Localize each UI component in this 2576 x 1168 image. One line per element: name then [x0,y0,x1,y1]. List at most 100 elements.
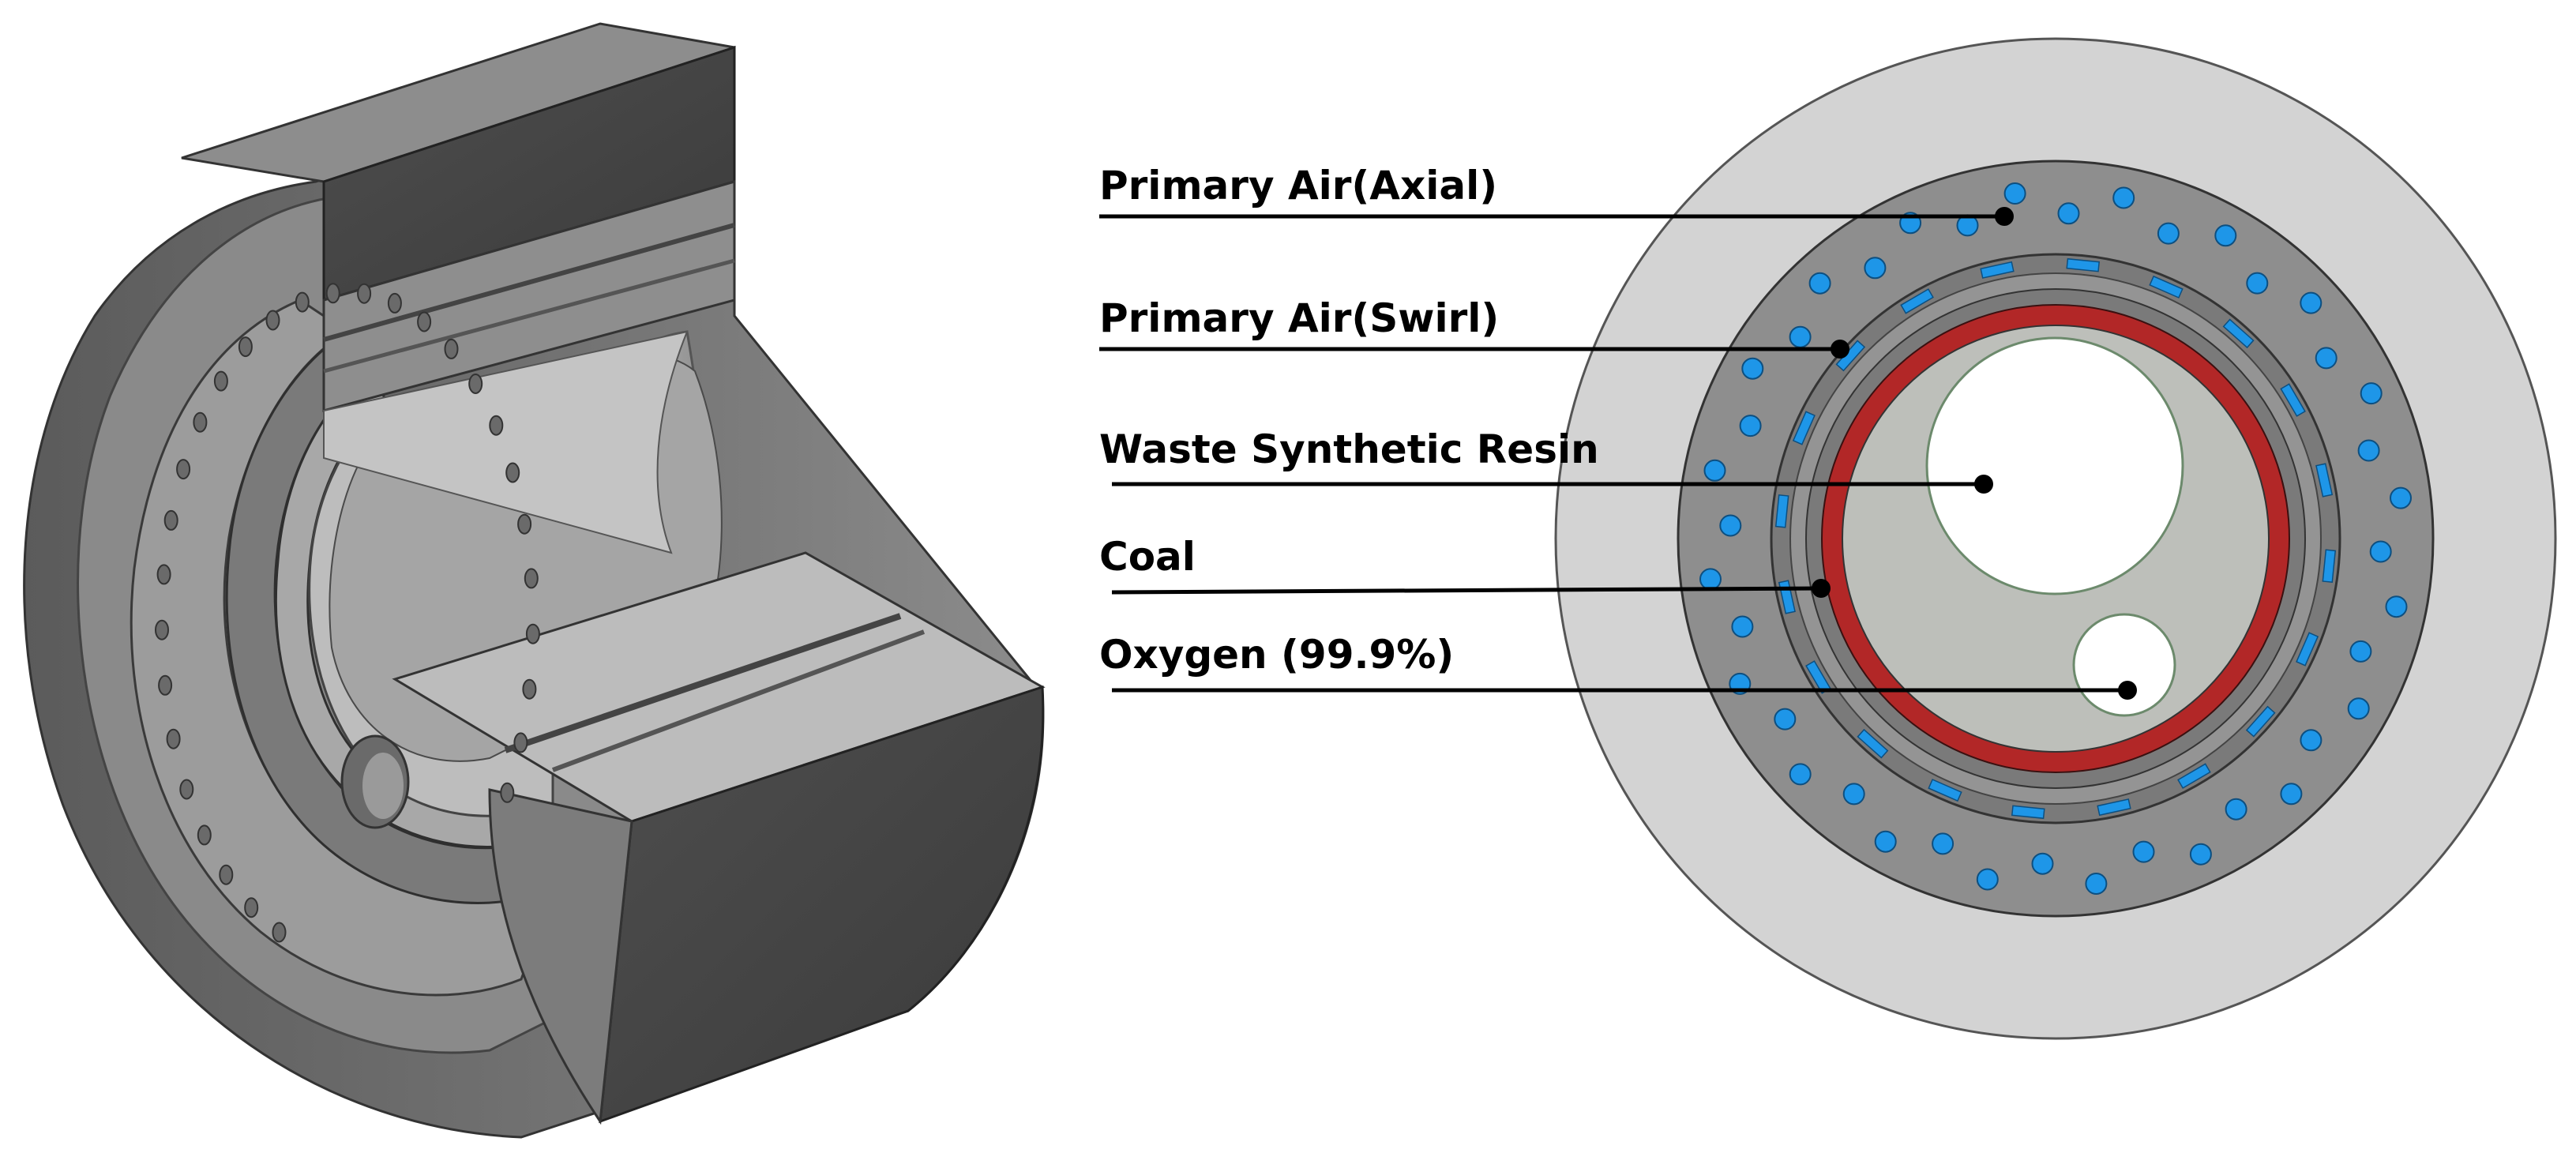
axial-air-hole [1976,868,1999,891]
swirl-air-slot [2322,549,2337,584]
upper-layer-line-2 [323,258,735,374]
axial-air-hole-3d [525,623,540,644]
axial-air-hole-3d [219,864,234,885]
axial-air-hole [2360,382,2383,405]
lower-layer-line-1 [504,613,902,753]
label-text-coal: Coal [1099,534,1196,580]
label-primary-air-axial: Primary Air(Axial) [1099,163,2014,226]
swirl-air-slot [1900,288,1934,314]
axial-air-hole [2057,202,2080,225]
axial-air-hole-3d [489,415,504,436]
upper-layer-line-1 [323,223,735,342]
oxygen-bore-inner [362,753,404,819]
axial-air-hole-3d [265,310,280,331]
axial-air-hole [1741,357,1764,380]
axial-air-hole-3d [468,374,483,394]
axial-air-hole [1932,832,1955,855]
axial-air-hole [1699,568,1722,591]
axial-air-hole [2390,486,2412,509]
swirl-air-slot [2315,463,2334,498]
axial-air-hole [1864,257,1887,280]
axial-air-hole [1874,830,1897,853]
axial-air-hole-3d [155,619,169,640]
leader-dot-oxygen [2118,681,2137,700]
axial-air-hole [2347,697,2370,720]
axial-air-hole-3d [417,311,432,332]
leader-dot-swirl [1831,340,1849,359]
air-hole-annulus [130,299,555,997]
lower-block-front [599,685,1045,1124]
axial-air-hole [2189,843,2212,866]
leader-line-coal [1111,586,1822,595]
axial-air-holes-3d [155,283,540,943]
axial-air-hole [2300,291,2323,314]
axial-air-hole [2357,439,2380,462]
swirl-air-slot [2245,705,2276,738]
axial-air-hole-3d [524,568,539,589]
leader-dot-coal [1812,579,1831,598]
axial-air-hole [1789,763,1812,786]
label-text-primary-air-axial: Primary Air(Axial) [1099,163,1497,208]
leader-dot-axial [1995,207,2014,226]
swirl-air-slot [1980,261,2015,279]
label-waste-synthetic-resin: Waste Synthetic Resin [1099,426,1993,494]
axial-air-hole [2214,224,2237,247]
axial-air-hole [1808,272,1831,295]
upper-block-layers [322,180,736,412]
lower-layer-line-2 [551,629,926,772]
axial-air-hole [2003,182,2026,205]
swirl-air-slot [2296,632,2319,667]
swirl-air-slot [1857,728,1889,759]
axial-air-hole [1719,514,1742,537]
axial-air-hole [2112,186,2135,209]
swirl-air-slot [1792,411,1816,445]
axial-air-hole-3d [357,283,372,304]
swirl-air-slot [2280,383,2306,417]
lower-block-curve [488,788,633,1125]
axial-air-hole-3d [176,459,191,480]
label-primary-air-swirl: Primary Air(Swirl) [1099,295,1849,359]
label-oxygen: Oxygen (99.9%) [1099,632,2137,700]
axial-air-hole-3d [179,779,194,800]
cutaway-3d-view [23,22,1046,1139]
axial-air-hole-3d [213,370,228,392]
swirl-air-slot [1928,779,1962,802]
swirl-air-slot [2149,275,2184,299]
axial-air-hole-3d [158,674,173,696]
axial-air-hole [2157,222,2180,245]
axial-air-hole [2315,347,2338,370]
axial-air-hole-3d [522,678,537,700]
axial-air-hole-3d [444,338,459,359]
axial-air-hole-3d [193,411,208,433]
axial-air-hole-3d [513,732,528,753]
axial-air-hole-3d [295,291,310,313]
axial-air-hole [1731,615,1754,638]
axial-air-hole-3d [325,283,340,304]
waste-resin-port [1925,336,2184,595]
leader-dot-resin [1974,475,1993,494]
axial-air-hole-3d [500,782,515,803]
axial-air-hole-3d [272,922,287,943]
oxygen-port [2072,613,2176,717]
label-text-oxygen: Oxygen (99.9%) [1099,632,1454,678]
axial-air-hole [2132,840,2155,863]
swirl-air-slot [2222,318,2255,349]
axial-air-hole [2085,873,2108,895]
swirl-air-slot [2097,798,2131,817]
label-text-primary-air-swirl: Primary Air(Swirl) [1099,295,1499,341]
swirl-air-slot [1774,494,1789,528]
axial-air-hole [2246,272,2269,295]
axial-air-hole [2031,852,2054,875]
axial-air-hole-3d [517,513,532,535]
upper-bore-cut [323,330,689,554]
axial-air-hole [2349,640,2372,663]
axial-air-hole [1842,783,1865,806]
axial-air-hole [2225,798,2247,821]
swirl-air-slot [2011,805,2045,820]
axial-air-hole [1703,459,1726,482]
axial-air-hole [1739,415,1762,438]
label-text-waste-synthetic-resin: Waste Synthetic Resin [1099,426,1599,472]
axial-air-hole [1774,708,1797,730]
axial-air-hole [2385,595,2408,618]
